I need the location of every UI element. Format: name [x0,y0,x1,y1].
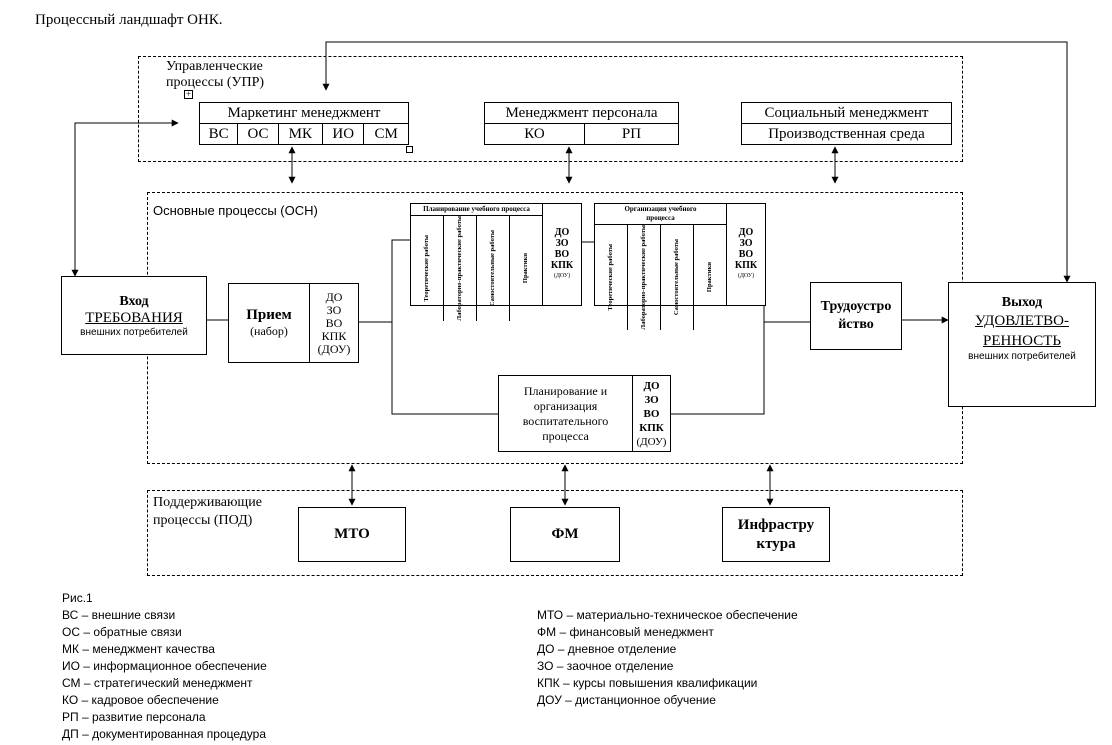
legend-item: МК – менеджмент качества [62,642,215,656]
reception-code-kpk: КПК [321,328,347,343]
organization-col-theory: Теоретические работы [595,225,628,330]
legend-item: ФМ – финансовый менеджмент [537,625,714,639]
planning-col-lab: Лабораторно-практические работы [444,216,477,321]
support-group-label: Поддерживающие процессы (ПОД) [153,495,262,528]
social-management-table: Социальный менеджмент Производственная с… [741,102,952,145]
marketing-management-table: Маркетинг менеджмент ВС ОС МК ИО СМ [198,102,409,145]
legend-item: ВС – внешние связи [62,608,176,622]
reception-code-zo: ЗО [326,302,342,317]
personnel-management-table: Менеджмент персонала КО РП [484,102,680,145]
planning-col-self: Самостоятельные работы [477,216,510,321]
move-handle-icon: + [184,89,193,99]
employment-box: Трудоустро йство [810,282,902,350]
legend-item: ЗО – заочное отделение [537,659,674,673]
legend-item: МТО – материально-техническое обеспечени… [537,608,798,622]
reception-codes: ДО ЗО ВО КПК (ДОУ) [310,284,358,362]
reception-title: Прием [246,307,292,323]
organization-col-practice: Практики [706,262,713,293]
input-title: Вход [119,293,149,309]
legend-item: ОС – обратные связи [62,625,182,639]
legend-item: КО – кадровое обеспечение [62,693,219,707]
legend-item: ДО – дневное отделение [537,642,677,656]
marketing-item-sm: СМ [363,123,409,145]
planning-columns: Теоретические работы Лабораторно-практич… [411,216,542,321]
output-box: Выход УДОВЛЕТВО-РЕННОСТЬ внешних потреби… [948,282,1096,407]
reception-sub: (набор) [250,324,288,338]
marketing-item-io: ИО [322,123,365,145]
planning-main: Планирование учебного процесса Теоретиче… [411,204,543,321]
organization-codes: ДО ЗО ВО КПК (ДОУ) [734,227,758,279]
page-title: Процессный ландшафт ОНК. [35,12,223,28]
management-group-label: Управленческие процессы (УПР) [166,59,265,90]
management-group [138,56,963,162]
legend-item: ДОУ – дистанционное обучение [537,693,716,707]
reception-code-do: ДО [325,289,343,304]
marketing-title: Маркетинг менеджмент [199,102,409,124]
support-item-mto: МТО [298,507,406,562]
planning-col-theory: Теоретические работы [411,216,444,321]
organization-col-lab: Лабораторно-практические работы [628,225,661,330]
planning-title: Планирование учебного процесса [411,204,542,216]
organization-main: Организация учебного процесса Теоретичес… [595,204,727,330]
personnel-item-rp: РП [583,123,680,145]
education-title: Планирование и организация воспитательно… [499,376,633,451]
planning-col-practice: Практики [522,253,529,284]
legend-left: Рис.1 ВС – внешние связи ОС – обратные с… [62,590,482,743]
input-requirements: ТРЕБОВАНИЯ [85,309,183,326]
support-group [147,490,963,576]
personnel-title: Менеджмент персонала [484,102,679,124]
organization-box: Организация учебного процесса Теоретичес… [594,203,766,330]
education-box: Планирование и организация воспитательно… [498,375,671,452]
resize-handle-icon [406,146,413,153]
reception-box: Прием (набор) ДО ЗО ВО КПК (ДОУ) [228,283,359,363]
social-title: Социальный менеджмент [741,102,952,124]
personnel-item-ko: КО [484,123,585,145]
reception-main: Прием (набор) [229,284,310,362]
organization-columns: Теоретические работы Лабораторно-практич… [595,225,726,330]
reception-code-vo: ВО [325,315,343,330]
social-sub: Производственная среда [741,123,952,145]
legend-right: МТО – материально-техническое обеспечени… [537,607,937,709]
legend-item: СМ – стратегический менеджмент [62,676,253,690]
organization-col-self: Самостоятельные работы [661,225,694,330]
marketing-item-os: ОС [237,123,279,145]
planning-codes: ДО ЗО ВО КПК (ДОУ) [550,227,574,279]
legend-item: ИО – информационное обеспечение [62,659,267,673]
employment-title: Трудоустро йство [820,299,892,332]
reception-code-dou: (ДОУ) [317,341,351,356]
support-item-fm: ФМ [510,507,620,562]
marketing-item-mk: МК [277,123,324,145]
output-satisfaction: УДОВЛЕТВО-РЕННОСТЬ [975,313,1069,349]
planning-box: Планирование учебного процесса Теоретиче… [410,203,582,321]
input-box: Вход ТРЕБОВАНИЯ внешних потребителей [61,276,207,355]
legend-item: ДП – документированная процедура [62,727,266,741]
output-title: Выход [1001,295,1043,310]
main-group-label: Основные процессы (ОСН) [153,203,318,218]
marketing-item-vs: ВС [198,123,239,145]
legend-item: КПК – курсы повышения квалификации [537,676,758,690]
input-sub: внешних потребителей [80,326,188,338]
support-item-infrastructure: Инфрастру ктура [722,507,830,562]
education-codes: ДО ЗО ВО КПК (ДОУ) [636,379,667,448]
figure-caption: Рис.1 [62,591,93,605]
organization-title: Организация учебного процесса [595,204,726,225]
output-sub: внешних потребителей [968,351,1076,362]
legend-item: РП – развитие персонала [62,710,206,724]
